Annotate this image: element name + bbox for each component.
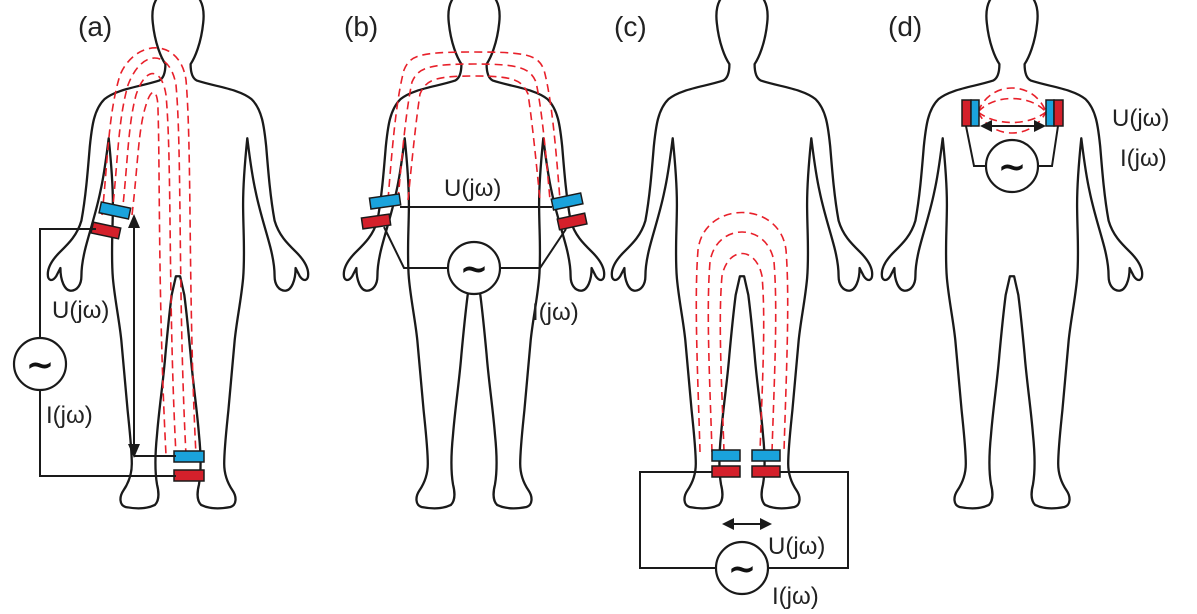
panel-c: ~ (c) U(jω) I(jω) [612, 0, 872, 610]
ac-source-symbol: ~ [728, 549, 757, 589]
current-label: I(jω) [532, 299, 579, 326]
panel-b-label: (b) [344, 11, 378, 42]
panel-a-current-paths [102, 48, 196, 455]
current-wire [1038, 126, 1058, 166]
current-wire [640, 472, 716, 568]
voltage-electrode-right-ankle [752, 450, 780, 461]
current-electrode-right-side [1054, 100, 1063, 126]
panel-a-label: (a) [78, 11, 112, 42]
current-wire [384, 227, 448, 268]
current-path [122, 74, 176, 455]
current-electrode-right-ankle [752, 466, 780, 477]
panel-d-label: (d) [888, 11, 922, 42]
current-path [708, 232, 775, 452]
current-path [978, 99, 1046, 113]
ac-source: ~ [448, 242, 500, 294]
voltage-label: U(jω) [444, 175, 501, 202]
current-electrode-wrist [91, 222, 121, 239]
current-wire [966, 126, 986, 166]
voltage-label: U(jω) [768, 533, 825, 560]
panel-b: ~ (b) U(jω) I(jω) [344, 0, 604, 508]
panel-d-body [882, 0, 1142, 508]
current-path [102, 48, 196, 455]
voltage-electrode-ankle [174, 451, 204, 462]
voltage-electrode-left-wrist [369, 194, 400, 209]
ac-source-symbol: ~ [460, 249, 489, 289]
voltage-arrowhead [980, 120, 992, 132]
ac-source: ~ [14, 338, 66, 390]
panel-c-label: (c) [614, 11, 647, 42]
current-electrode-right-wrist [557, 213, 587, 230]
ac-source-symbol: ~ [26, 345, 55, 385]
current-electrode-left-side [962, 100, 971, 126]
current-electrode-ankle [174, 470, 204, 481]
current-label: I(jω) [46, 402, 93, 429]
voltage-arrowhead [760, 518, 772, 530]
current-path [978, 88, 1046, 112]
voltage-electrode-right-wrist [551, 193, 583, 210]
ac-source: ~ [716, 542, 768, 594]
voltage-electrode-left-ankle [712, 450, 740, 461]
voltage-label: U(jω) [1112, 105, 1169, 132]
voltage-electrode-right-side [1046, 100, 1054, 126]
current-label: I(jω) [772, 583, 819, 610]
body-outline [48, 0, 308, 508]
current-path [696, 213, 787, 453]
panel-d: ~ (d) U(jω) I(jω) [882, 0, 1170, 508]
voltage-label: U(jω) [52, 297, 109, 324]
current-path [720, 254, 763, 453]
panel-a-body [48, 0, 308, 508]
voltage-electrode-wrist [99, 202, 131, 219]
ac-source-symbol: ~ [998, 147, 1027, 187]
current-label: I(jω) [1120, 145, 1167, 172]
body-outline [882, 0, 1142, 508]
current-path [112, 58, 186, 455]
ac-source: ~ [986, 140, 1038, 192]
current-wire [500, 229, 566, 268]
voltage-electrode-left-side [971, 100, 979, 126]
current-electrode-left-ankle [712, 466, 740, 477]
panel-a: ~ (a) U(jω) I(jω) [14, 0, 308, 508]
panel-c-current-paths [696, 213, 787, 453]
voltage-arrowhead [722, 518, 734, 530]
